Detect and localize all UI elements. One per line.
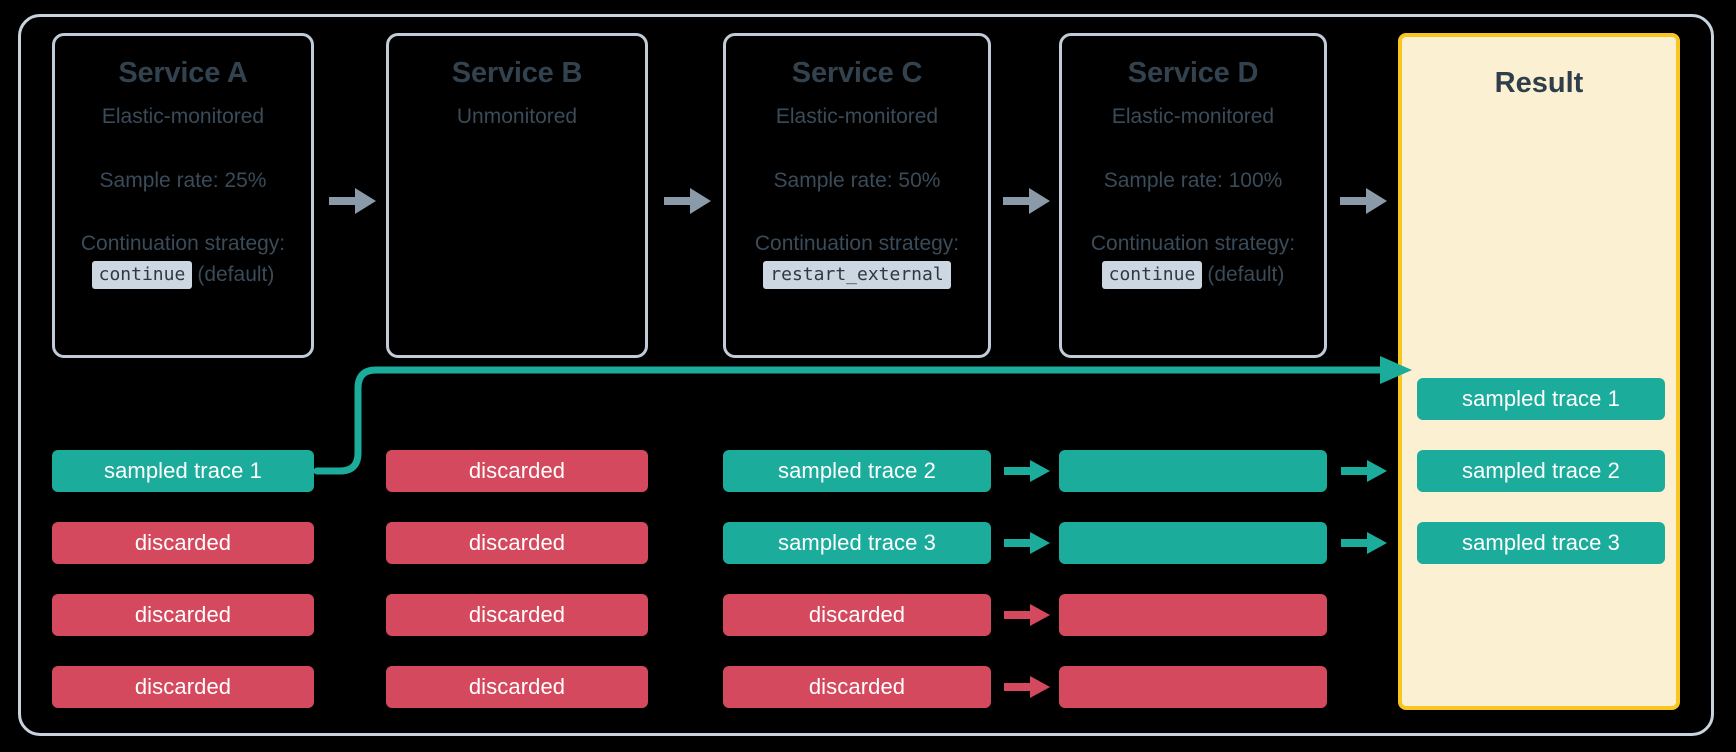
trace-arrow-c-to-d (1004, 532, 1050, 554)
result-trace-pill: sampled trace 3 (1417, 522, 1665, 564)
strategy-label-text: Continuation strategy: (80, 232, 286, 256)
trace-label: discarded (808, 602, 906, 627)
trace-arrow-c-to-d (1004, 604, 1050, 626)
trace-label: discarded (468, 530, 566, 555)
flow-arrow-c-to-d (1003, 188, 1050, 214)
service-sample-rate: Sample rate: 25% (99, 169, 267, 193)
service-title: Service C (791, 57, 923, 89)
result-trace-pill: sampled trace 1 (1417, 378, 1665, 420)
trace-label: discarded (134, 530, 232, 555)
trace-pill: discarded (386, 666, 648, 708)
trace-label: sampled trace 1 (1461, 386, 1621, 411)
trace-pill (1059, 666, 1327, 708)
trace-label: discarded (134, 674, 232, 699)
flow-arrow-a-to-b (329, 188, 376, 214)
trace-label: sampled trace 3 (1461, 530, 1621, 555)
trace-pill: discarded (723, 594, 991, 636)
trace-label: discarded (808, 674, 906, 699)
strategy-code-chip: continue (1101, 260, 1203, 289)
service-strategy-label: Continuation strategy: (55, 230, 311, 258)
outer-frame (18, 14, 1714, 736)
service-title: Service B (451, 57, 583, 89)
flow-arrow-b-to-c (664, 188, 711, 214)
trace-arrow-d-to-result (1341, 532, 1387, 554)
service-monitoring: Elastic-monitored (101, 104, 265, 128)
trace-label: sampled trace 2 (1461, 458, 1621, 483)
service-strategy-label: Continuation strategy: (1062, 230, 1324, 258)
strategy-code-chip: restart_external (763, 260, 951, 289)
trace-pill: sampled trace 3 (723, 522, 991, 564)
trace-arrow-c-to-d (1004, 676, 1050, 698)
strategy-label-text: Continuation strategy: (754, 232, 960, 256)
strategy-default-note: (default) (1207, 262, 1285, 286)
service-strategy-row: restart_external (726, 260, 988, 289)
service-strategy-row: continue(default) (55, 260, 311, 289)
trace-label: discarded (134, 602, 232, 627)
strategy-code-chip: continue (91, 260, 193, 289)
trace-label: discarded (468, 674, 566, 699)
service-monitoring: Unmonitored (456, 104, 578, 128)
service-monitoring: Elastic-monitored (775, 104, 939, 128)
trace-pill (1059, 450, 1327, 492)
service-sample-rate: Sample rate: 50% (773, 169, 941, 193)
trace-label: sampled trace 3 (777, 530, 937, 555)
trace-arrow-c-to-d (1004, 460, 1050, 482)
service-card-c: Service C Elastic-monitored Sample rate:… (723, 33, 991, 358)
trace-arrow-d-to-result (1341, 460, 1387, 482)
trace-pill: discarded (52, 522, 314, 564)
trace-pill: discarded (386, 450, 648, 492)
trace-pill: discarded (386, 594, 648, 636)
trace-pill: discarded (52, 666, 314, 708)
service-title: Service D (1127, 57, 1259, 89)
trace-label: sampled trace 1 (103, 458, 263, 483)
trace-pill (1059, 594, 1327, 636)
service-title: Service A (118, 57, 248, 89)
result-title: Result (1494, 67, 1584, 99)
trace-label: discarded (468, 458, 566, 483)
trace-pill: sampled trace 1 (52, 450, 314, 492)
trace-pill (1059, 522, 1327, 564)
trace-pill: discarded (386, 522, 648, 564)
service-monitoring: Elastic-monitored (1111, 104, 1275, 128)
result-trace-pill: sampled trace 2 (1417, 450, 1665, 492)
service-card-b: Service B Unmonitored (386, 33, 648, 358)
flow-arrow-d-to-result (1340, 188, 1387, 214)
trace-pill: discarded (52, 594, 314, 636)
service-card-d: Service D Elastic-monitored Sample rate:… (1059, 33, 1327, 358)
service-strategy-row: continue(default) (1062, 260, 1324, 289)
strategy-label-text: Continuation strategy: (1090, 232, 1296, 256)
trace-label: sampled trace 2 (777, 458, 937, 483)
service-card-a: Service A Elastic-monitored Sample rate:… (52, 33, 314, 358)
service-strategy-label: Continuation strategy: (726, 230, 988, 258)
result-panel: Result (1398, 33, 1680, 710)
trace-label: discarded (468, 602, 566, 627)
trace-pill: sampled trace 2 (723, 450, 991, 492)
trace-pill: discarded (723, 666, 991, 708)
strategy-default-note: (default) (197, 262, 275, 286)
service-sample-rate: Sample rate: 100% (1103, 169, 1283, 193)
